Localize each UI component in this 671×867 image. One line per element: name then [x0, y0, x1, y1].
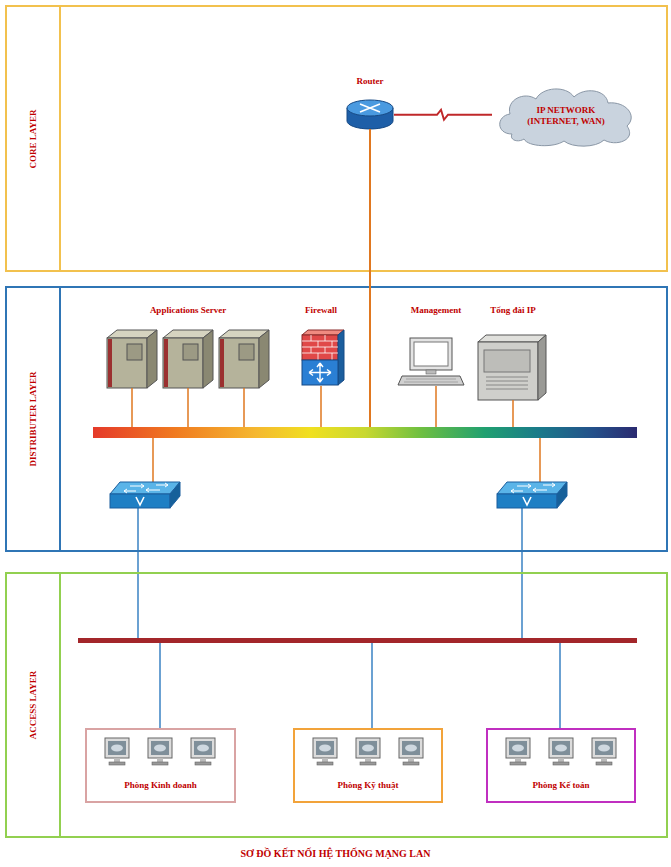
cloud-shape [500, 89, 631, 146]
network-link [370, 129, 436, 432]
switch-icon [497, 482, 567, 508]
device-node: Management [398, 302, 474, 386]
switch-uplink [153, 438, 540, 484]
device-node: Applications Server [98, 302, 278, 388]
computer-icon [398, 338, 464, 385]
cloud-label: IP NETWORK (INTERNET, WAN) [518, 105, 614, 127]
switch-icon [557, 482, 567, 508]
network-link [370, 129, 513, 432]
device-node: Tổng đài IP [473, 302, 553, 400]
server-icon [220, 339, 224, 387]
layer-band: CORE LAYER Router IP NETWORK (INTERNET, WA… [5, 5, 668, 272]
department-label: Phòng Kỹ thuật [295, 780, 441, 791]
layer-label: ACCESS LAYER [28, 671, 39, 739]
server-icon [163, 338, 203, 388]
router-icon [360, 104, 380, 112]
access-bus [78, 638, 637, 643]
workstation-icon [549, 738, 573, 765]
firewall-icon [338, 330, 344, 385]
department-label: Phòng Kinh doanh [87, 780, 234, 791]
router-icon [347, 100, 393, 116]
device-label: Router [326, 76, 414, 87]
pbx-icon [484, 350, 530, 372]
workstation-icon [356, 738, 380, 765]
department-box: Phòng Kỹ thuật [293, 728, 443, 803]
network-link [188, 129, 370, 432]
layer-label-strip: ACCESS LAYER [7, 574, 61, 836]
server-icon [163, 330, 213, 388]
device-label: Management [378, 305, 494, 316]
server-icon [107, 330, 157, 388]
computer-icon [410, 338, 452, 370]
workstation-icon [191, 738, 215, 765]
switch-icon [497, 482, 567, 494]
server-icon [219, 338, 259, 388]
wan-link [394, 110, 492, 120]
network-link [321, 129, 370, 432]
computer-icon [426, 370, 436, 374]
pbx-icon [538, 335, 546, 400]
layer-label-strip: CORE LAYER [7, 7, 61, 270]
router-icon [347, 100, 393, 129]
switch-icon [110, 494, 170, 508]
switch-icon [511, 483, 555, 493]
server-icon [203, 330, 213, 388]
pbx-icon [478, 335, 546, 400]
server-icon [127, 344, 142, 360]
device-node: Firewall [295, 302, 347, 386]
department-box: Phòng Kinh doanh [85, 728, 236, 803]
firewall-icon [302, 330, 344, 385]
device-label: Tổng đài IP [453, 305, 573, 316]
server-icon [259, 330, 269, 388]
workstation-icon [313, 738, 337, 765]
server-icon [183, 344, 198, 360]
workstation-icon [105, 738, 129, 765]
firewall-icon [309, 363, 331, 382]
layer-band: ACCESS LAYER Phòng Kinh doanh Phòng Kỹ thu… [5, 572, 668, 838]
room-drop-line [160, 643, 560, 728]
server-icon [147, 330, 157, 388]
firewall-icon [302, 330, 344, 335]
pbx-icon [486, 377, 528, 389]
firewall-icon [302, 360, 338, 385]
switch-icon [110, 482, 180, 494]
firewall-icon [302, 335, 338, 360]
network-cloud: IP NETWORK (INTERNET, WAN) [492, 84, 640, 148]
computer-icon [404, 379, 458, 382]
layer-label-strip: DISTRIBUTER LAYER [7, 288, 61, 550]
server-drop-line [132, 388, 244, 432]
workstation-icon [399, 738, 423, 765]
department-box: Phòng Kế toán [486, 728, 636, 803]
switch-icon [110, 482, 180, 508]
layer-band: DISTRIBUTER LAYERApplications ServerFire… [5, 286, 668, 552]
server-icon [239, 344, 254, 360]
computer-icon [398, 376, 464, 385]
device-node: Router [346, 72, 394, 129]
diagram-caption: SƠ ĐỒ KẾT NỐI HỆ THỐNG MẠNG LAN [0, 848, 671, 860]
switch-icon [523, 497, 531, 505]
switch-icon [124, 483, 168, 493]
workstation-icon [592, 738, 616, 765]
cloud-text-box: IP NETWORK (INTERNET, WAN) [492, 84, 640, 148]
backbone-bus [93, 427, 637, 438]
server-icon [164, 339, 168, 387]
workstation-icon [506, 738, 530, 765]
layer-label: CORE LAYER [28, 109, 39, 168]
device-label: Applications Server [78, 305, 298, 316]
pbx-icon [478, 335, 546, 342]
computer-icon [414, 342, 448, 366]
firewall-icon [302, 335, 338, 360]
switch-icon [497, 494, 557, 508]
server-icon [219, 330, 269, 388]
department-label: Phòng Kế toán [488, 780, 634, 791]
server-icon [107, 338, 147, 388]
server-icon [108, 339, 112, 387]
switch-icon [170, 482, 180, 508]
device-label: Firewall [275, 305, 367, 316]
pbx-icon [478, 342, 538, 400]
switch-icon [136, 497, 144, 505]
layer-label: DISTRIBUTER LAYER [28, 372, 39, 467]
workstation-icon [148, 738, 172, 765]
